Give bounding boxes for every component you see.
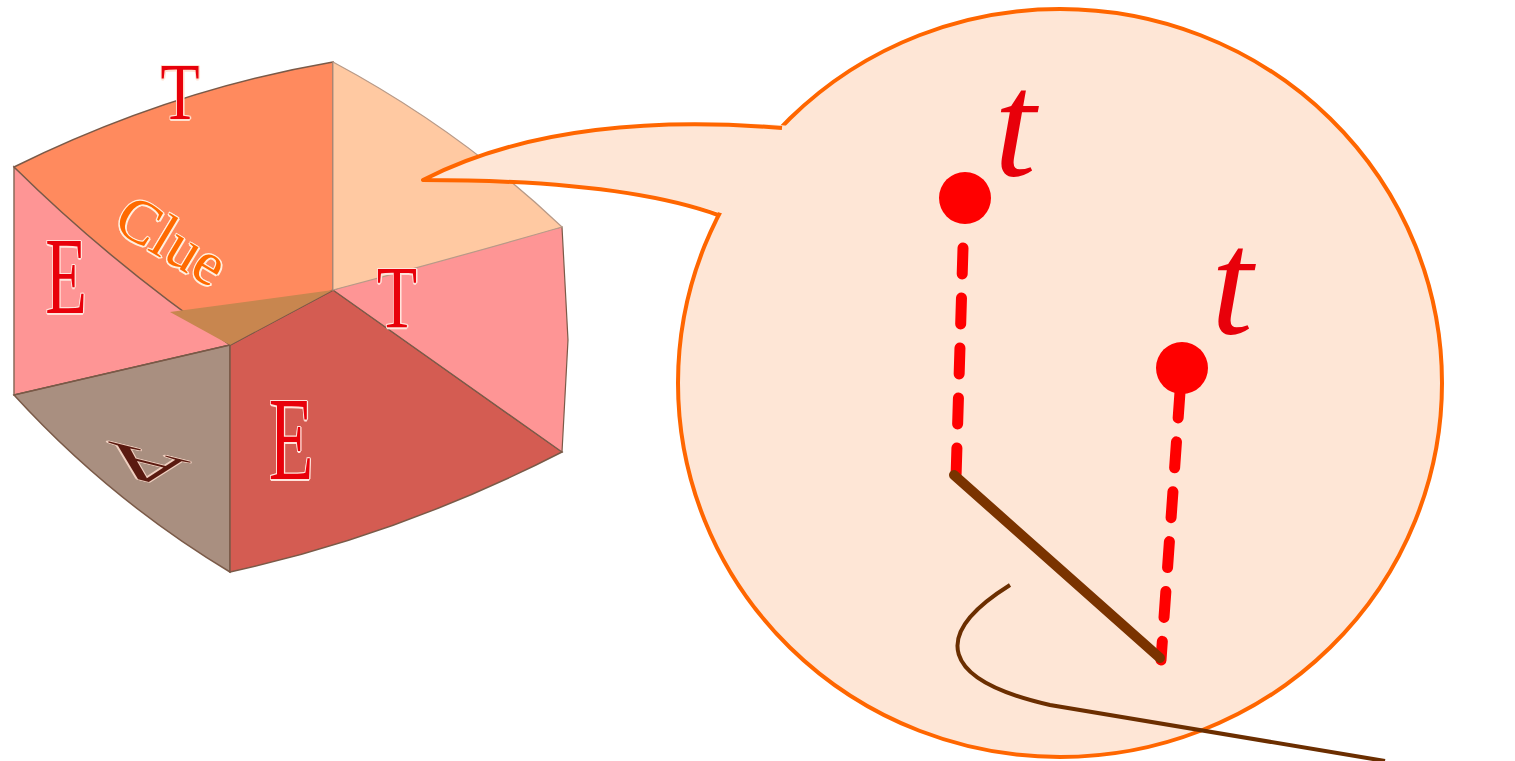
variable-label: t	[994, 50, 1036, 200]
callout-tail	[423, 122, 790, 214]
callout-bubble	[678, 9, 1442, 757]
callout-tail	[423, 124, 782, 215]
curve-line	[958, 585, 1385, 761]
block-shadow	[170, 290, 333, 345]
face-letter: E	[269, 381, 314, 499]
dashed-line	[1161, 392, 1180, 660]
dot	[939, 172, 991, 224]
block-face	[14, 345, 230, 572]
dashed-line	[956, 248, 963, 478]
face-letter: T	[160, 52, 199, 132]
dot	[1156, 342, 1208, 394]
face-letter: T	[377, 254, 417, 342]
solid-line	[954, 475, 1160, 658]
face-letter: E	[45, 221, 87, 331]
block-edge	[14, 345, 230, 395]
variable-label: t	[1211, 208, 1253, 358]
callout-bubble: tt	[678, 9, 1443, 757]
